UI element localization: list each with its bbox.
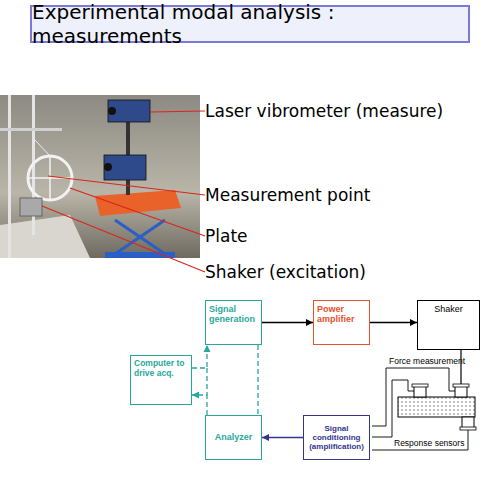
stand-bar bbox=[0, 128, 62, 131]
sensor-wire bbox=[372, 368, 455, 426]
stand-rod bbox=[8, 95, 11, 258]
conditioning-box: Signal conditioning (amplification) bbox=[303, 415, 370, 460]
shaker-box: Shaker bbox=[417, 300, 480, 350]
node-text: Power amplifier bbox=[317, 304, 366, 325]
title-banner: Experimental modal analysis : measuremen… bbox=[30, 5, 470, 43]
arrow-head bbox=[306, 319, 313, 326]
node-text: Signal conditioning (amplification) bbox=[307, 424, 366, 452]
stinger bbox=[460, 350, 461, 386]
callout-label: Laser vibrometer (measure) bbox=[205, 101, 443, 121]
callout-label: Plate bbox=[205, 226, 248, 246]
suspension-wire bbox=[35, 140, 50, 156]
connector bbox=[192, 345, 211, 368]
sensor-cap bbox=[453, 384, 469, 387]
connector-line bbox=[262, 322, 313, 323]
laser-lens bbox=[104, 163, 112, 171]
arrow-head bbox=[192, 392, 199, 399]
test-structure bbox=[398, 397, 475, 417]
lift-scissor bbox=[115, 220, 165, 254]
laser-lens bbox=[108, 107, 116, 115]
connector-line bbox=[370, 322, 417, 323]
connector bbox=[262, 434, 303, 441]
leader-line bbox=[48, 176, 205, 195]
computer-box: Computer to drive acq. bbox=[130, 355, 192, 405]
arrow-head bbox=[262, 434, 269, 441]
leader-line bbox=[150, 111, 205, 112]
callout-label: Measurement point bbox=[205, 185, 370, 205]
sensor-cap bbox=[460, 427, 476, 430]
response-sensor bbox=[414, 386, 426, 397]
force-sensor bbox=[455, 386, 467, 397]
photo-background bbox=[0, 95, 200, 258]
sensor-wire bbox=[372, 380, 414, 437]
signal-label: Force measurement bbox=[389, 356, 465, 366]
sensor-cap bbox=[412, 384, 428, 387]
node-text: Shaker bbox=[421, 304, 476, 314]
node-text: Computer to drive acq. bbox=[134, 359, 188, 379]
connector-line bbox=[262, 437, 303, 438]
connector-line bbox=[192, 395, 207, 415]
title-text: Experimental modal analysis : measuremen… bbox=[32, 0, 468, 48]
signal-label: Response sensors bbox=[394, 438, 464, 448]
laser-head bbox=[104, 155, 146, 180]
callout-label: Shaker (excitation) bbox=[205, 262, 366, 282]
connector-line bbox=[192, 345, 207, 368]
connector bbox=[192, 392, 207, 416]
connector bbox=[370, 319, 417, 326]
lift-scissor bbox=[115, 220, 165, 254]
floor-patch bbox=[0, 215, 90, 258]
analyzer-box: Analyzer bbox=[205, 415, 262, 460]
shaker-body bbox=[20, 198, 42, 216]
response-sensor bbox=[462, 417, 474, 428]
dashed-frame bbox=[206, 368, 207, 395]
node-text: Analyzer bbox=[209, 432, 258, 442]
amplifier-box: Power amplifier bbox=[313, 300, 370, 345]
sensor-wire bbox=[372, 430, 468, 450]
arrow-head bbox=[410, 319, 417, 326]
leader-line bbox=[70, 188, 205, 236]
arrow-head bbox=[204, 345, 211, 352]
process-box: Signal generation bbox=[205, 300, 262, 345]
laser-head bbox=[108, 100, 150, 122]
node-text: Signal generation bbox=[209, 304, 258, 325]
connector bbox=[262, 319, 313, 326]
leader-line bbox=[42, 206, 205, 272]
dashed-frame bbox=[257, 345, 258, 415]
